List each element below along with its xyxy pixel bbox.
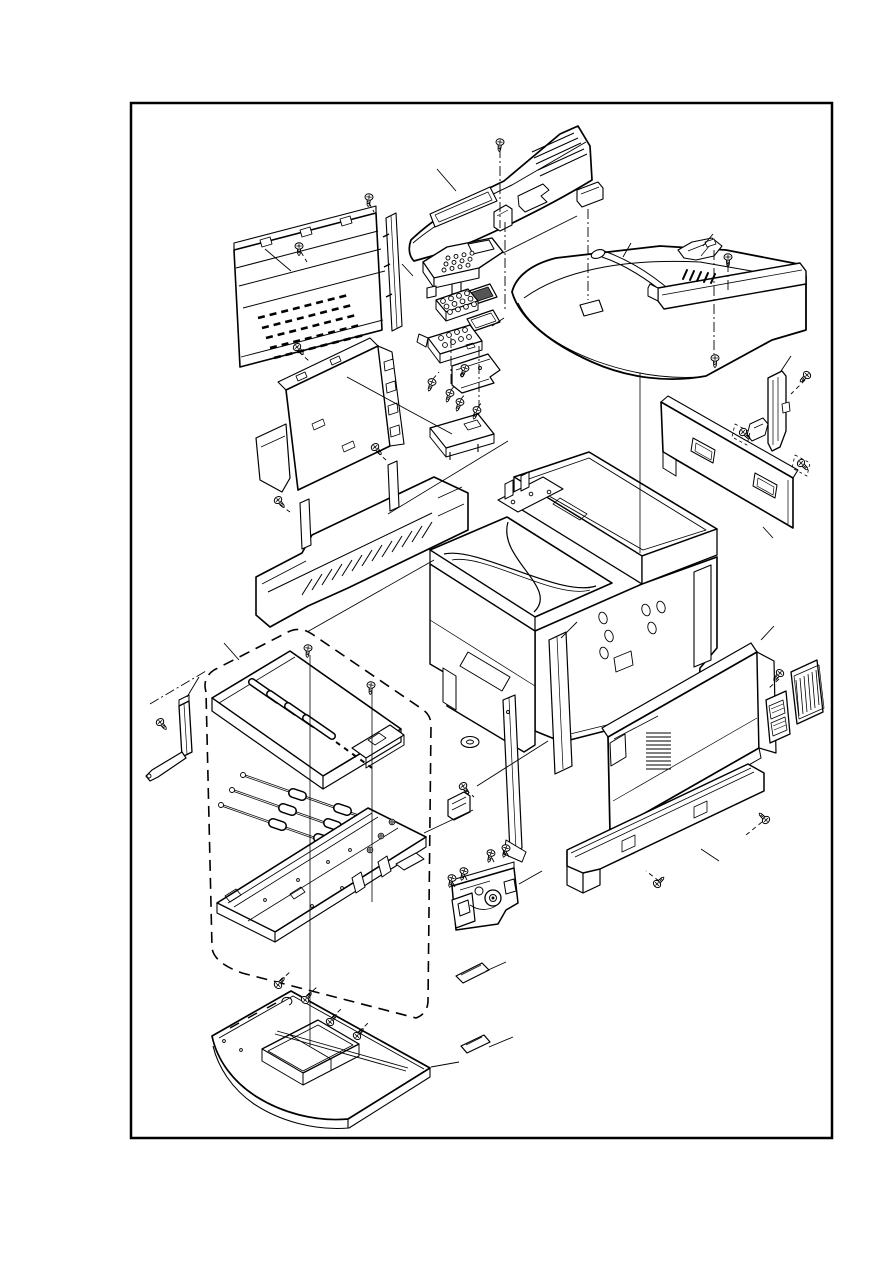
leaders-lines — [186, 168, 792, 1068]
sensor-lever — [145, 694, 193, 782]
guide-plate — [502, 694, 527, 863]
interface-board — [429, 413, 495, 460]
screw-icon — [365, 680, 376, 696]
screw-icon — [363, 192, 374, 208]
screw-icon — [442, 388, 456, 404]
scanner-base-plate — [216, 807, 427, 943]
paper-feed-assembly — [255, 460, 469, 628]
latch-spring — [682, 269, 716, 284]
figure-frame — [129, 101, 834, 1140]
document-tray — [511, 245, 807, 380]
drive-unit — [451, 861, 519, 931]
screw-icon — [272, 494, 288, 511]
connector-block — [447, 791, 471, 821]
document-stopper-clip — [576, 181, 604, 208]
washer-icon — [366, 846, 374, 854]
partition-plate — [548, 631, 573, 775]
screw-icon — [452, 397, 466, 413]
air-filter — [765, 690, 791, 744]
panel-mounting-bracket — [451, 353, 501, 394]
base-trim-molding — [566, 763, 765, 894]
screw-icon — [302, 643, 313, 659]
rear-panel-side-rail — [382, 212, 403, 332]
parts-layer — [145, 125, 825, 1130]
filter-grille — [790, 659, 825, 725]
rear-cover-panel — [233, 205, 386, 368]
control-panel-frame — [422, 237, 504, 299]
screw-icon — [272, 974, 288, 991]
rubber-keypad — [435, 288, 479, 322]
washer-icon — [377, 832, 385, 840]
scanner-unit-boundary — [204, 628, 432, 1019]
front-tray — [211, 990, 431, 1130]
screw-location-marks — [731, 423, 811, 477]
washer-icon — [388, 818, 396, 826]
axes-lines — [306, 215, 659, 1046]
side-mounting-bracket — [746, 370, 791, 452]
panel-pcb — [416, 324, 483, 364]
sensor-cover-lower — [460, 1034, 491, 1054]
screw-icon — [424, 377, 438, 393]
tray-latch — [677, 237, 723, 261]
sensor-cover-front — [455, 962, 490, 984]
tray-support-arm — [647, 262, 807, 310]
screw-icon — [796, 369, 813, 386]
top-cover — [408, 125, 593, 262]
rear-lower-panel — [660, 395, 799, 529]
screw-icon — [154, 716, 170, 733]
screw-icon — [651, 873, 668, 890]
scanner-top-cover — [211, 650, 405, 790]
pcb-shield — [255, 337, 405, 493]
screw-icon — [755, 809, 772, 826]
